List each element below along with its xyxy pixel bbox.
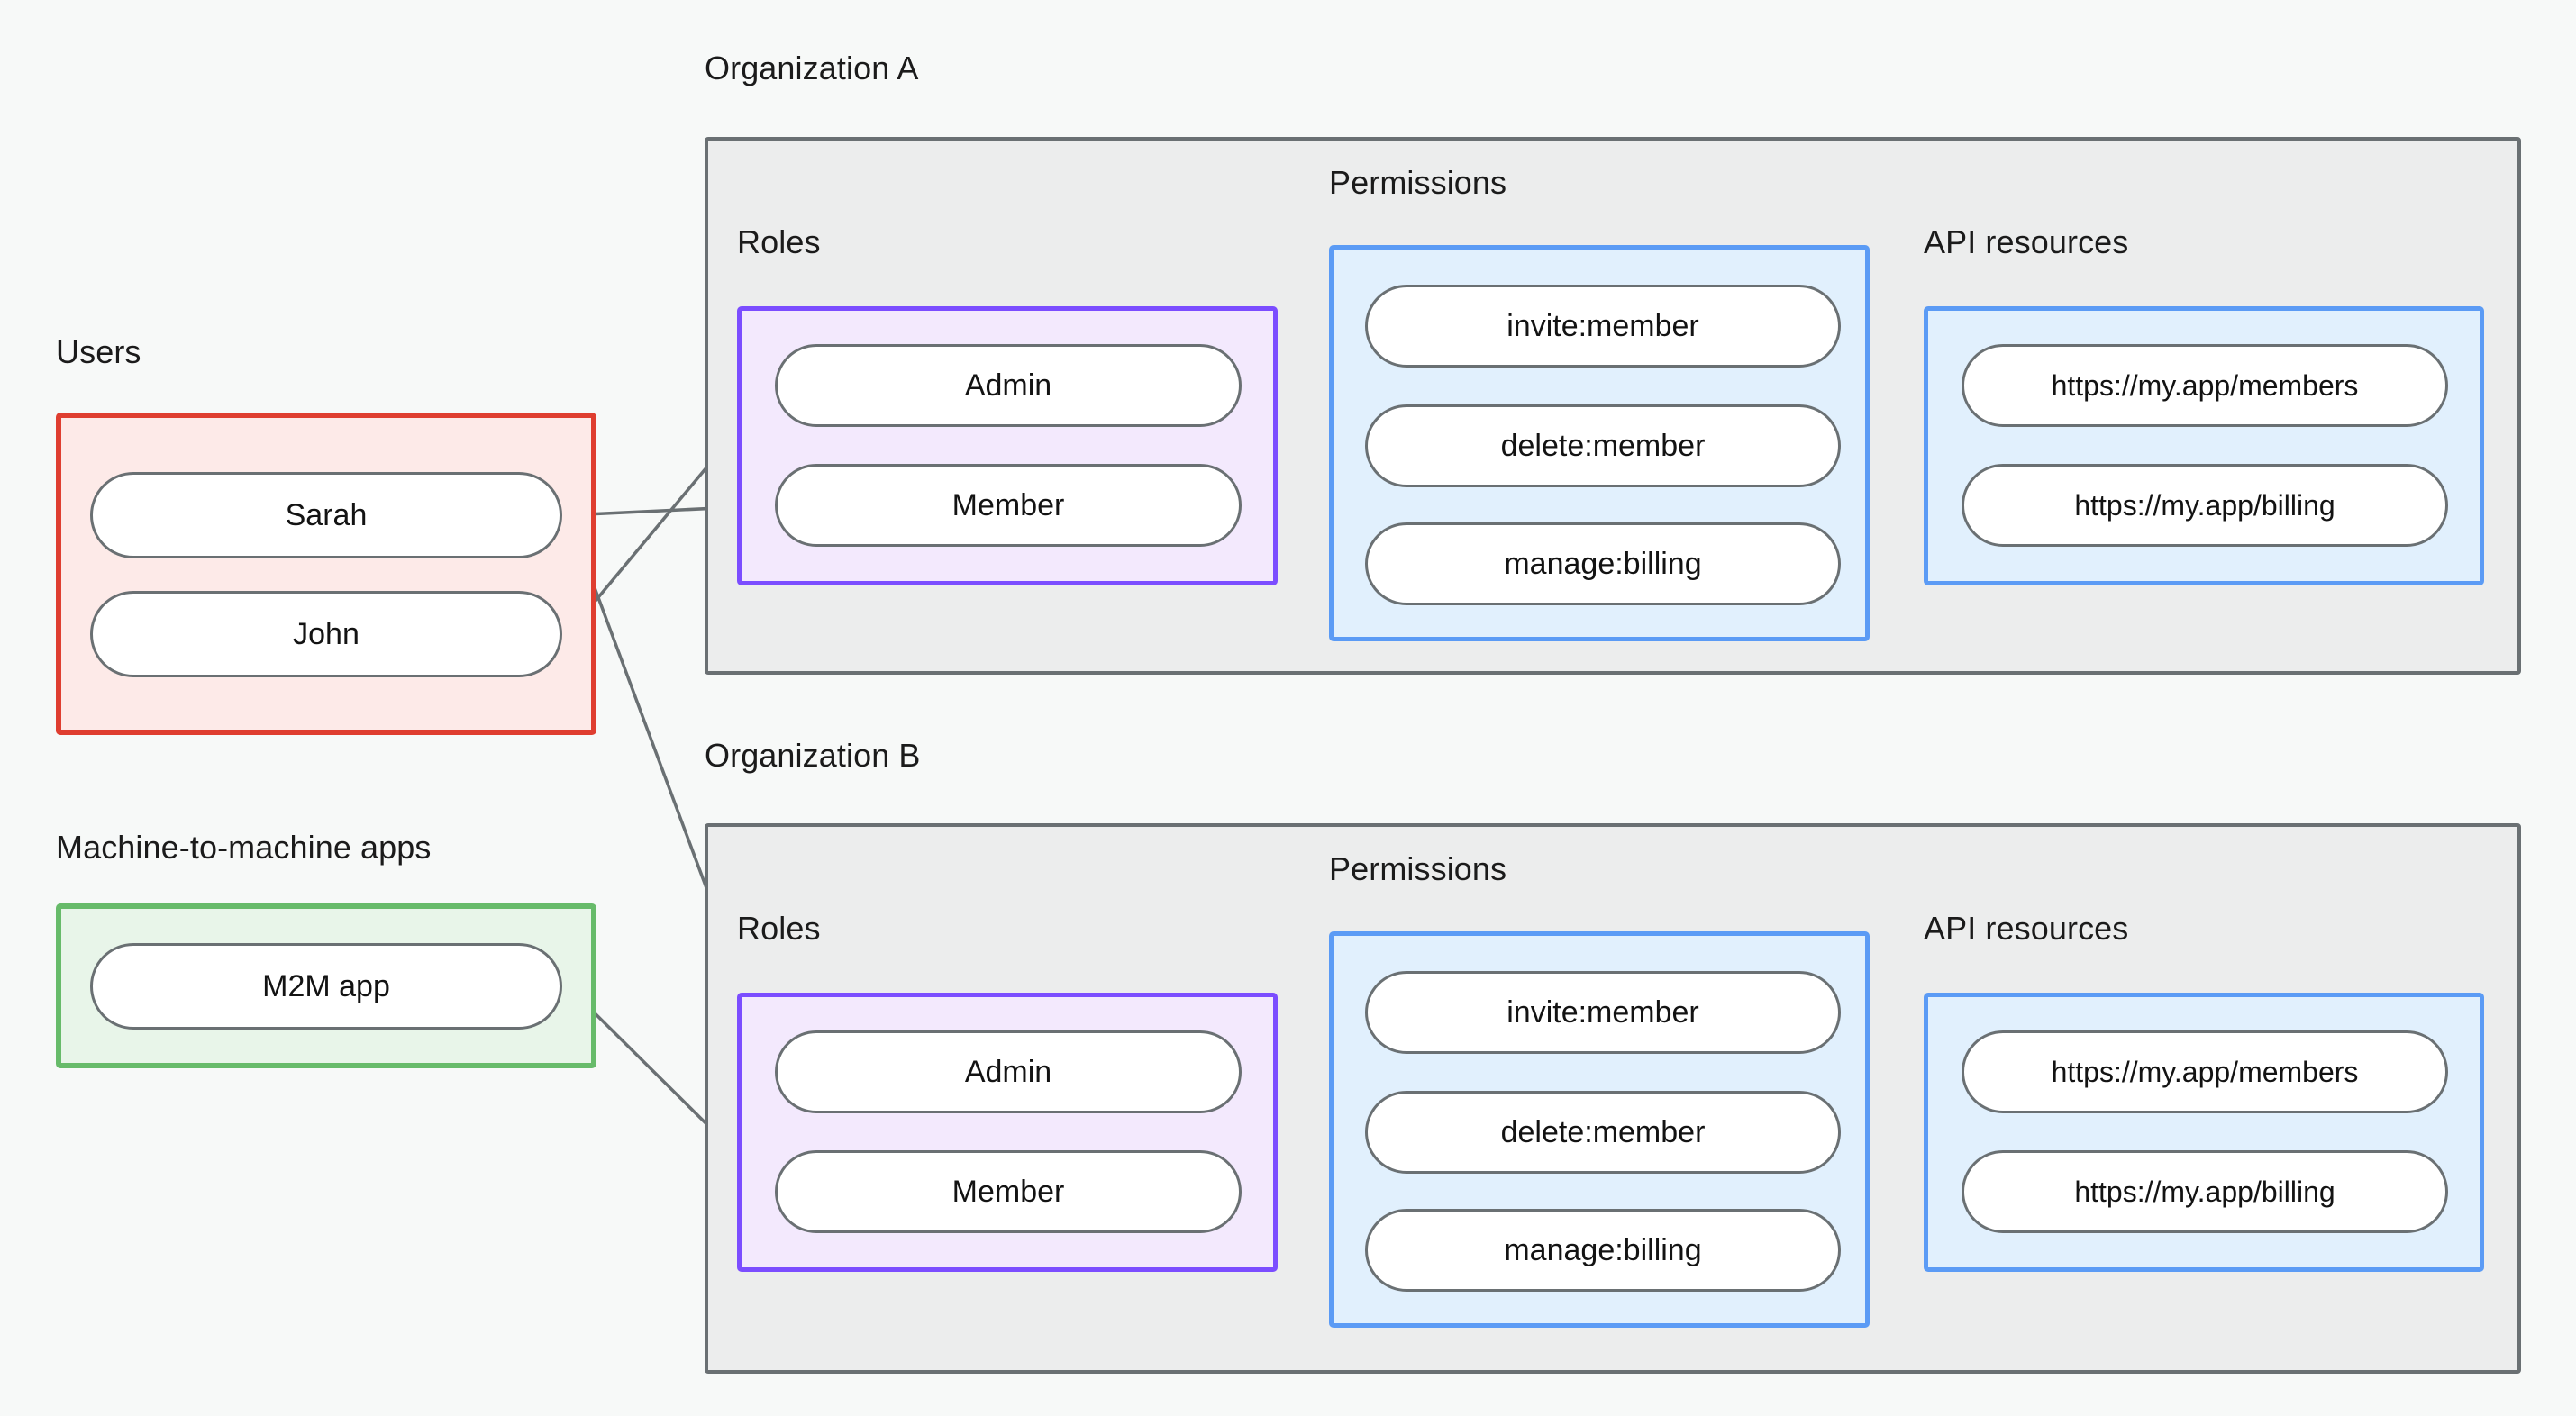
- org-a-role-pill-admin[interactable]: Admin: [775, 344, 1242, 427]
- org-b-role-pill-admin[interactable]: Admin: [775, 1030, 1242, 1113]
- org-b-role-pill-member[interactable]: Member: [775, 1150, 1242, 1233]
- org-a-permission-pill-manage-billing[interactable]: manage:billing: [1365, 522, 1841, 605]
- org-a-api-pill-billing[interactable]: https://my.app/billing: [1962, 464, 2448, 547]
- users-group-label: Users: [56, 333, 141, 370]
- org-b-label: Organization B: [705, 737, 921, 774]
- org-b-permissions-label: Permissions: [1329, 850, 1507, 887]
- org-a-roles-label: Roles: [737, 223, 821, 260]
- org-a-api-label: API resources: [1924, 223, 2129, 260]
- m2m-group-label: Machine-to-machine apps: [56, 829, 432, 866]
- org-b-permission-pill-delete-member[interactable]: delete:member: [1365, 1091, 1841, 1174]
- org-a-role-pill-member[interactable]: Member: [775, 464, 1242, 547]
- org-a-permission-pill-invite-member[interactable]: invite:member: [1365, 285, 1841, 368]
- org-a-api-pill-members[interactable]: https://my.app/members: [1962, 344, 2448, 427]
- user-pill-john[interactable]: John: [90, 591, 562, 677]
- org-b-api-label: API resources: [1924, 910, 2129, 947]
- org-a-permission-pill-delete-member[interactable]: delete:member: [1365, 404, 1841, 487]
- org-a-label: Organization A: [705, 50, 919, 86]
- org-a-permissions-label: Permissions: [1329, 164, 1507, 201]
- org-b-api-pill-billing[interactable]: https://my.app/billing: [1962, 1150, 2448, 1233]
- org-b-permission-pill-invite-member[interactable]: invite:member: [1365, 971, 1841, 1054]
- user-pill-sarah[interactable]: Sarah: [90, 472, 562, 558]
- m2m-pill-app[interactable]: M2M app: [90, 943, 562, 1030]
- org-b-roles-label: Roles: [737, 910, 821, 947]
- users-group-box: [56, 413, 596, 735]
- org-b-api-pill-members[interactable]: https://my.app/members: [1962, 1030, 2448, 1113]
- org-b-permission-pill-manage-billing[interactable]: manage:billing: [1365, 1209, 1841, 1292]
